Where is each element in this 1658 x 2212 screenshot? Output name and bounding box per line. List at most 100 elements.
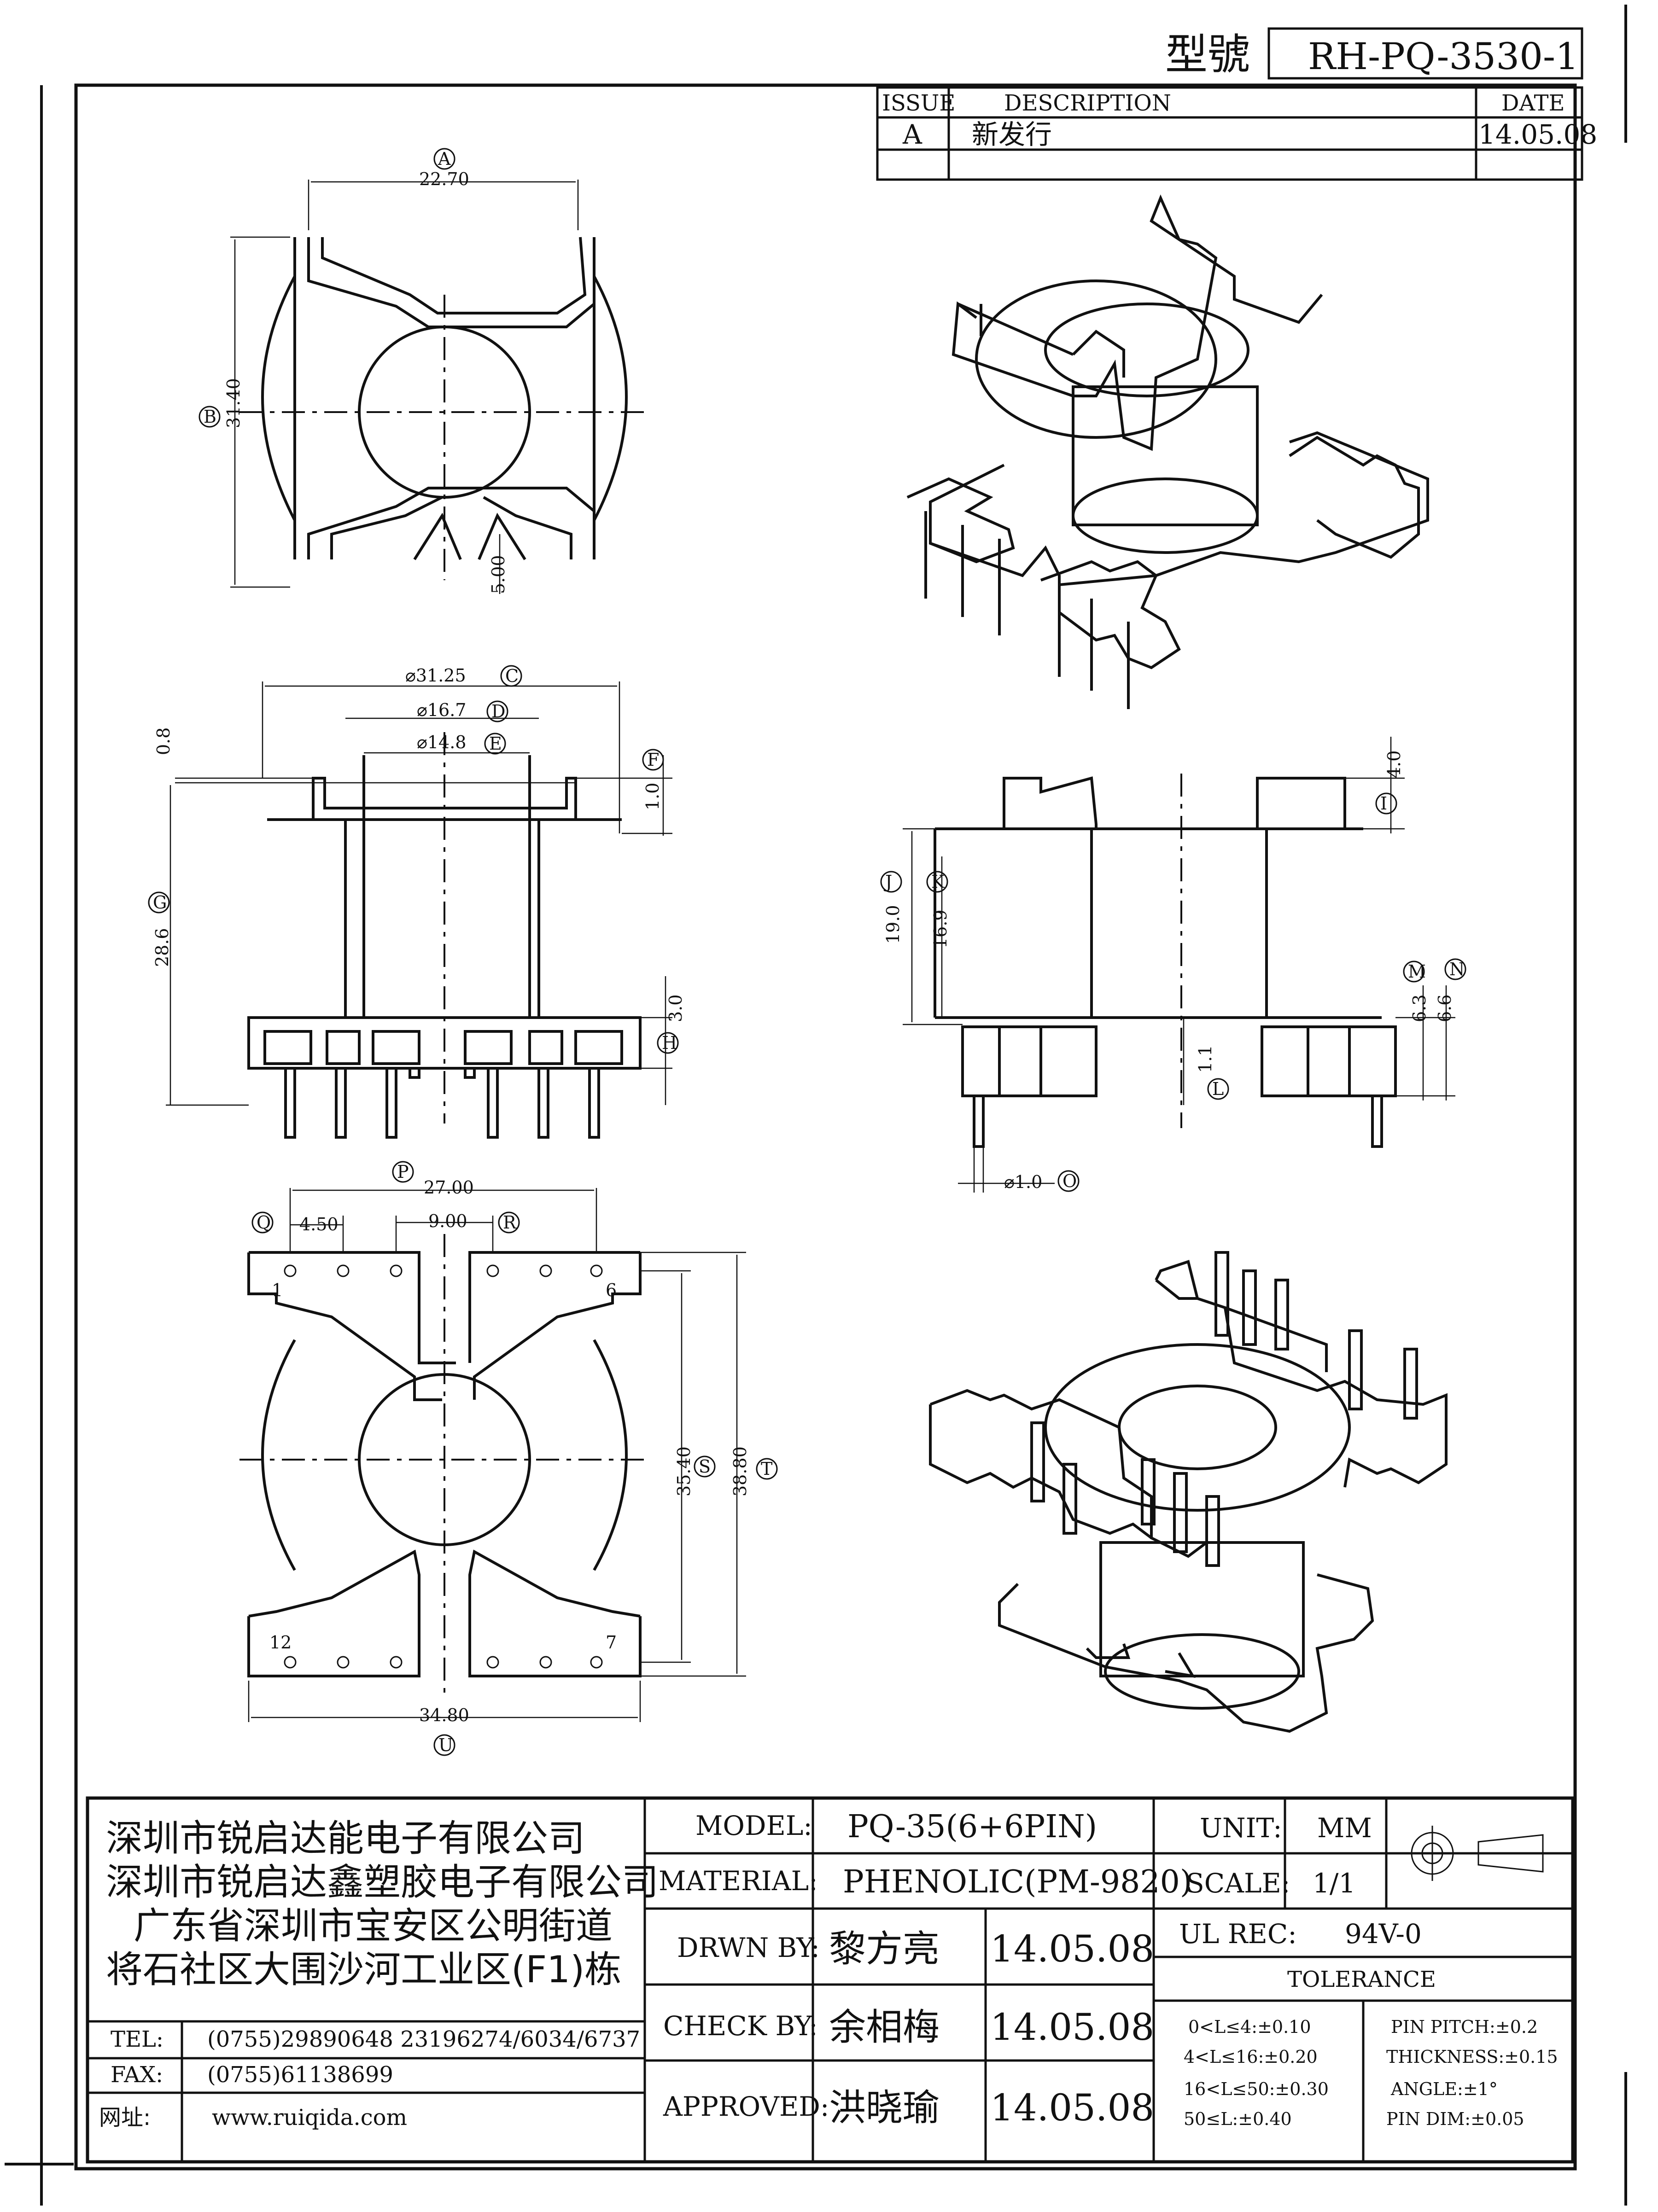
revision-table: ISSUE DESCRIPTION DATE A 新发行 14.05.08: [876, 86, 1597, 181]
dim-U-tag: U: [438, 1735, 453, 1755]
dim-C-tag: C: [505, 666, 519, 686]
title-block: 深圳市锐启达能电子有限公司 深圳市锐启达鑫塑胶电子有限公司 广东省深圳市宝安区公…: [86, 1796, 1575, 2164]
check-by-label: CHECK BY:: [663, 2010, 818, 2042]
dim-T-tag: T: [761, 1459, 772, 1479]
dim-A-tag: A: [438, 149, 451, 169]
projection-symbol: [1405, 1826, 1552, 1881]
dim-P-tag: P: [397, 1162, 409, 1182]
dim-Q-tag: Q: [257, 1212, 271, 1233]
isometric-view-2: [929, 1251, 1448, 1733]
dim-K-value: 16.9: [930, 909, 951, 949]
bottom-view: 27.00 P 4.50 Q 9.00 R 1 6 7 12: [239, 1161, 778, 1756]
company-line-1: 深圳市锐启达能电子有限公司: [106, 1817, 585, 1860]
material-label: MATERIAL:: [659, 1865, 818, 1897]
scale-label: SCALE:: [1186, 1868, 1290, 1899]
dim-H-value: 3.0: [666, 995, 686, 1022]
model-value: PQ-35(6+6PIN): [847, 1809, 1097, 1845]
top-view: 22.70 A 31.40 B 5.00: [198, 148, 649, 594]
dim-L-tag: L: [1212, 1079, 1224, 1099]
model-number-header: 型號 RH-PQ-3530-1: [1165, 27, 1583, 80]
scale-value: 1/1: [1313, 1868, 1355, 1899]
pin-12-label: 12: [269, 1632, 292, 1653]
rev-col-issue: ISSUE: [882, 90, 955, 116]
dim-P-value: 27.00: [424, 1177, 474, 1198]
approved-label: APPROVED:: [663, 2091, 829, 2122]
tolerance-left-4: 50≤L:±0.40: [1184, 2109, 1292, 2129]
tolerance-right-4: PIN DIM:±0.05: [1386, 2109, 1524, 2129]
dim-A-value: 22.70: [419, 169, 469, 189]
dim-I-tag: I: [1380, 793, 1387, 814]
dim-flange-value: 0.8: [153, 728, 174, 755]
model-no-value: RH-PQ-3530-1: [1308, 35, 1579, 78]
dim-M-tag: M: [1408, 961, 1426, 982]
dim-N-tag: N: [1449, 959, 1465, 979]
tel-label: TEL:: [111, 2026, 163, 2052]
dim-S-value: 35.40: [674, 1446, 694, 1496]
company-line-2: 深圳市锐启达鑫塑胶电子有限公司: [106, 1861, 659, 1903]
isometric-view-1: [906, 194, 1429, 709]
check-by-name: 余相梅: [829, 2006, 940, 2049]
tel-value: (0755)29890648 23196274/6034/6737: [207, 2026, 640, 2052]
front-view: ⌀31.25 C ⌀16.7 D ⌀14.8 E 0.8: [148, 665, 686, 1139]
approved-date: 14.05.08: [990, 2086, 1154, 2129]
dim-E-value: ⌀14.8: [417, 732, 467, 752]
dim-S-tag: S: [699, 1456, 711, 1477]
dim-H-tag: H: [662, 1033, 677, 1053]
rev-col-date: DATE: [1501, 90, 1565, 116]
tolerance-left-1: 0<L≤4:±0.10: [1188, 2017, 1311, 2037]
dim-T-value: 38.80: [730, 1446, 750, 1496]
dim-D-tag: D: [491, 701, 505, 722]
tolerance-right-2: THICKNESS:±0.15: [1386, 2047, 1558, 2067]
company-line-3: 广东省深圳市宝安区公明街道: [134, 1904, 613, 1947]
tolerance-left-3: 16<L≤50:±0.30: [1184, 2079, 1329, 2099]
dim-M-value: 6.3: [1409, 995, 1430, 1022]
tolerance-label: TOLERANCE: [1287, 1967, 1436, 1992]
dim-K-tag: K: [931, 872, 945, 892]
model-no-label: 型號: [1165, 30, 1250, 79]
pin-6-label: 6: [606, 1280, 617, 1300]
side-view: 19.0 J 16.9 K 4.0 I 1.1 L 6.3 M 6.6 N: [880, 737, 1466, 1193]
ul-rec-label: UL REC:: [1179, 1918, 1297, 1950]
dim-I-value: 4.0: [1384, 751, 1404, 778]
material-value: PHENOLIC(PM-9820): [843, 1864, 1192, 1900]
drawn-by-name: 黎方亮: [829, 1927, 940, 1970]
dim-C-value: ⌀31.25: [405, 665, 466, 686]
dim-R-value: 9.00: [428, 1211, 467, 1231]
dim-O-tag: O: [1063, 1171, 1077, 1191]
unit-label: UNIT:: [1200, 1812, 1282, 1844]
tolerance-left-2: 4<L≤16:±0.20: [1184, 2047, 1318, 2067]
dim-F-tag: F: [647, 750, 659, 770]
check-by-date: 14.05.08: [990, 2006, 1154, 2049]
dim-slot-value: 5.00: [488, 555, 508, 594]
dim-G-value: 28.6: [152, 928, 172, 967]
model-label: MODEL:: [695, 1810, 812, 1841]
dim-J-tag: J: [883, 872, 892, 892]
dim-O-value: ⌀1.0: [1004, 1172, 1042, 1192]
ul-rec-value: 94V-0: [1345, 1918, 1422, 1950]
fax-value: (0755)61138699: [207, 2062, 393, 2088]
dim-G-tag: G: [153, 892, 167, 913]
unit-value: MM: [1317, 1812, 1372, 1844]
rev-row-date: 14.05.08: [1478, 119, 1597, 150]
tolerance-right-1: PIN PITCH:±0.2: [1391, 2017, 1538, 2037]
fax-label: FAX:: [111, 2062, 163, 2088]
dim-B-value: 31.40: [223, 378, 244, 428]
dim-F-value: 1.0: [642, 783, 663, 810]
approved-name: 洪晓瑜: [829, 2086, 940, 2129]
dim-Q-value: 4.50: [299, 1214, 339, 1234]
dim-E-tag: E: [489, 733, 502, 754]
dim-D-value: ⌀16.7: [417, 700, 467, 720]
dim-B-tag: B: [204, 407, 216, 427]
drawn-by-date: 14.05.08: [990, 1927, 1154, 1970]
pin-7-label: 7: [606, 1632, 617, 1653]
rev-col-description: DESCRIPTION: [1004, 90, 1171, 116]
sheet-frame: [5, 5, 1627, 2206]
drawn-by-label: DRWN BY:: [677, 1932, 820, 1963]
rev-row-issue: A: [902, 119, 922, 150]
website-label: 网址:: [99, 2105, 151, 2131]
website-value: www.ruiqida.com: [212, 2105, 407, 2131]
dim-L-value: 1.1: [1195, 1045, 1215, 1073]
rev-row-description: 新发行: [972, 119, 1052, 150]
tolerance-right-3: ANGLE:±1°: [1390, 2079, 1498, 2099]
